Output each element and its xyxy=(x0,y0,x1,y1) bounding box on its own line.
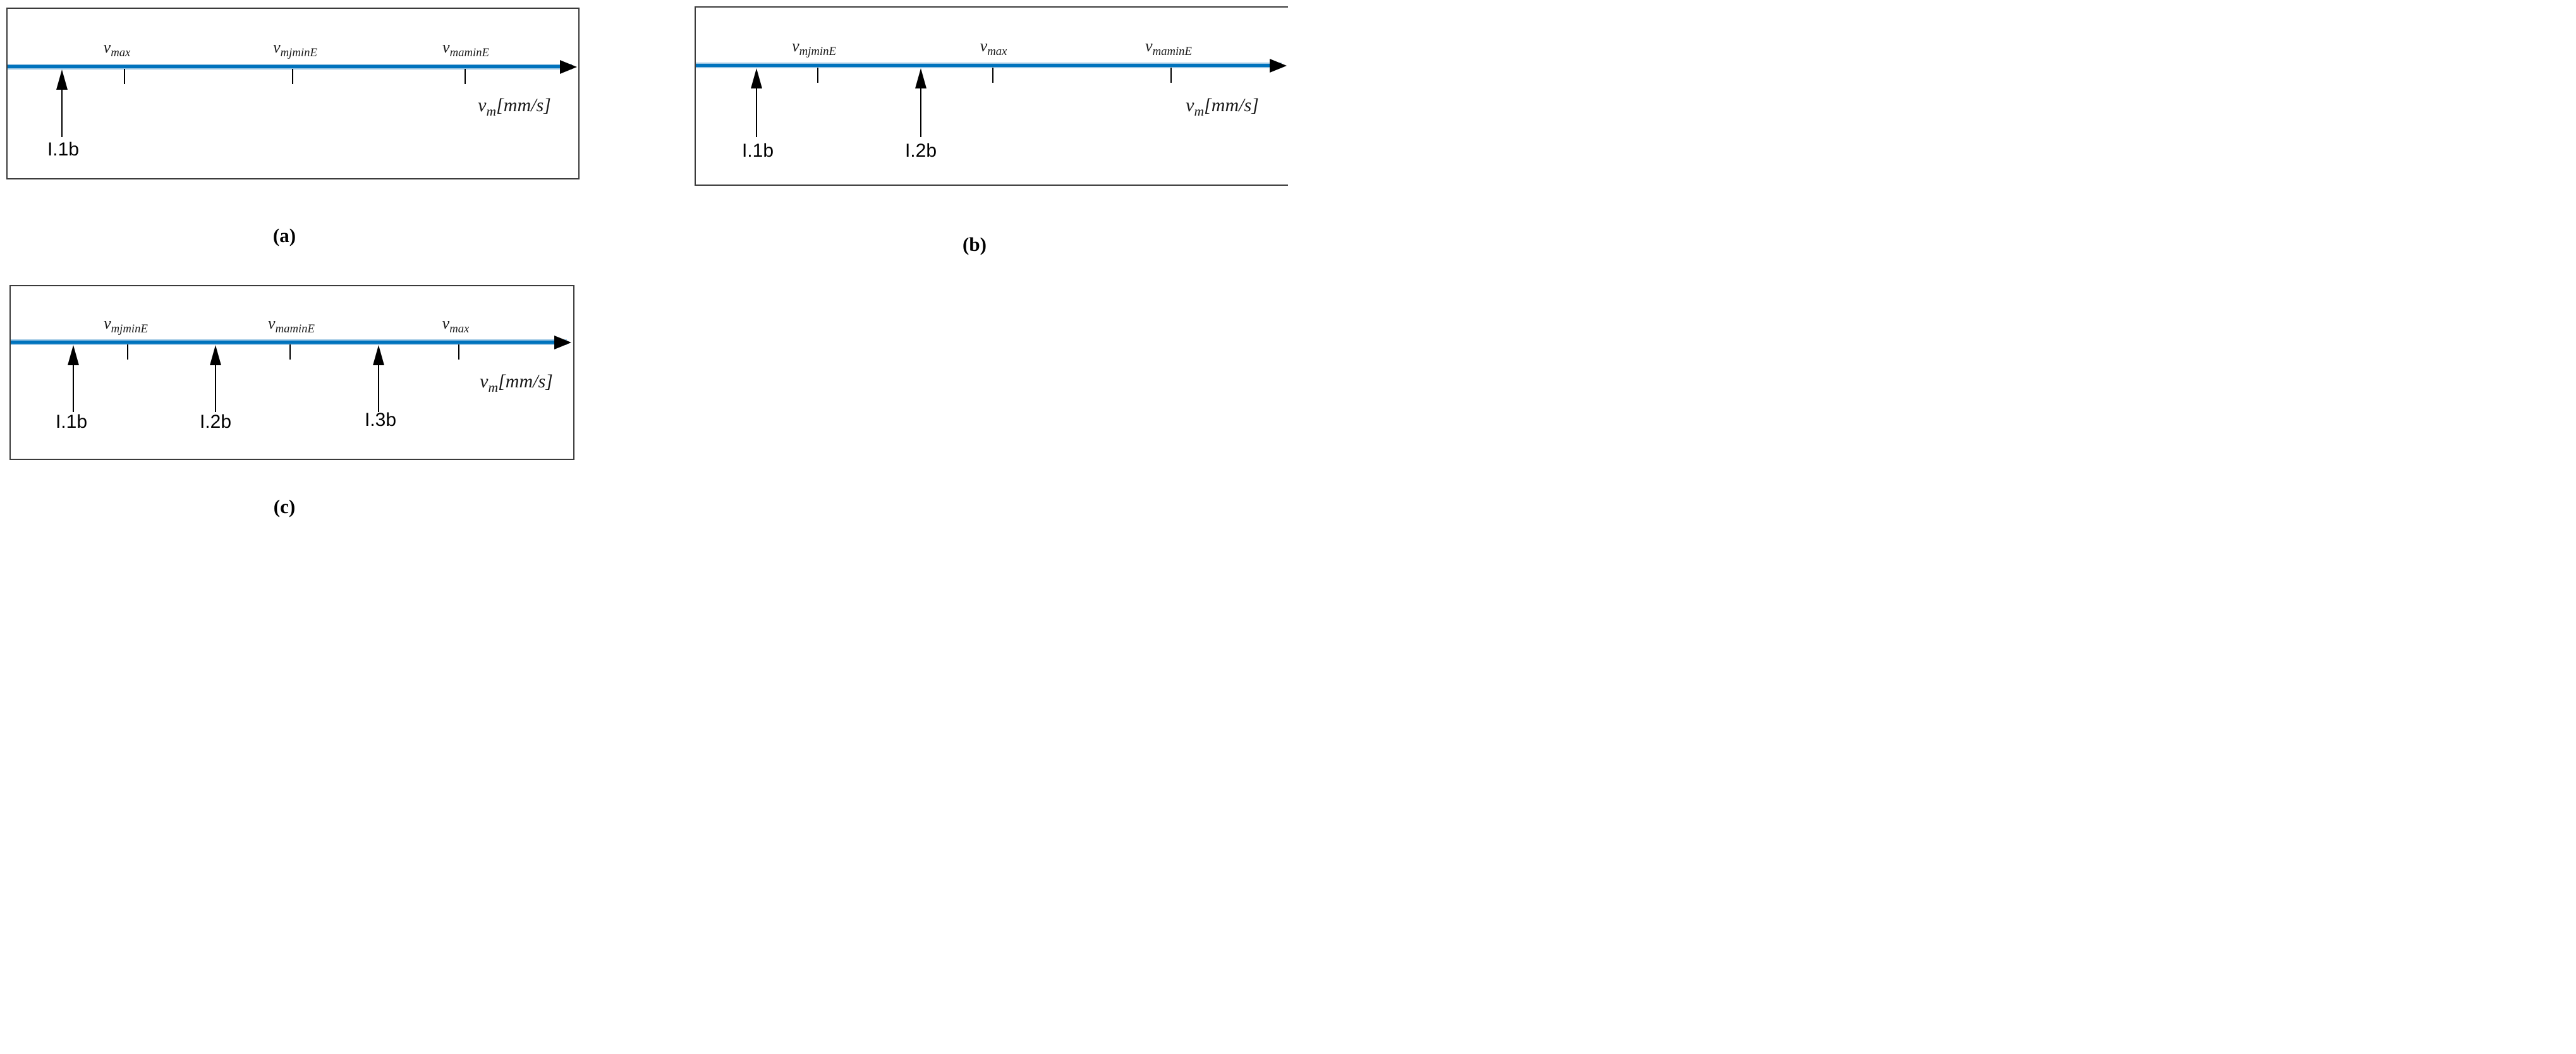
marker-label: I.2b xyxy=(199,411,232,432)
marker-label: I.1b xyxy=(55,411,88,432)
marker-arrow-shaft xyxy=(756,83,757,137)
axis-arrowhead-icon xyxy=(1270,59,1287,73)
axis-unit-label: vm[mm/s] xyxy=(480,371,553,395)
marker-arrow-shaft xyxy=(73,360,74,412)
tick-label: vmax xyxy=(103,38,131,60)
tick-mark xyxy=(124,69,125,84)
tick-mark xyxy=(465,69,466,84)
marker-arrow-icon xyxy=(751,68,762,88)
tick-label: vmjminE xyxy=(273,38,317,60)
tick-mark xyxy=(127,344,128,360)
panel-b-caption: (b) xyxy=(963,233,987,255)
marker-arrow-icon xyxy=(373,345,384,365)
figure-canvas: vmax vmjminE vmaminE I.1b vm[mm/s] (a) v… xyxy=(0,0,1288,527)
tick-label: vmaminE xyxy=(442,38,489,60)
axis-arrowhead-icon xyxy=(560,60,577,74)
panel-c-caption: (c) xyxy=(273,495,296,518)
marker-label: I.3b xyxy=(364,409,397,430)
marker-arrow-icon xyxy=(915,68,927,88)
panel-c: vmjminE vmaminE vmax I.1b I.2b I.3b vm[m… xyxy=(9,285,574,460)
tick-mark xyxy=(817,68,818,83)
axis-arrowhead-icon xyxy=(554,336,571,349)
marker-label: I.1b xyxy=(47,139,80,160)
tick-label: vmax xyxy=(442,314,470,336)
marker-arrow-icon xyxy=(56,70,68,90)
panel-a-caption: (a) xyxy=(272,224,296,246)
tick-label: vmaminE xyxy=(1145,37,1192,59)
panel-a: vmax vmjminE vmaminE I.1b vm[mm/s] xyxy=(6,8,580,179)
panel-b: vmjminE vmax vmaminE I.1b I.2b vm[mm/s] xyxy=(695,6,1288,186)
velocity-axis-line xyxy=(696,63,1282,68)
tick-label: vmjminE xyxy=(104,314,148,336)
velocity-axis-line xyxy=(8,64,572,70)
axis-unit-label: vm[mm/s] xyxy=(478,95,551,119)
tick-mark xyxy=(292,69,293,84)
marker-arrow-shaft xyxy=(920,83,921,137)
marker-arrow-icon xyxy=(68,345,79,365)
tick-label: vmax xyxy=(980,37,1007,59)
velocity-axis-line xyxy=(11,339,567,345)
tick-label: vmaminE xyxy=(268,314,315,336)
tick-label: vmjminE xyxy=(792,37,836,59)
marker-label: I.1b xyxy=(741,140,774,161)
tick-mark xyxy=(289,344,291,360)
marker-arrow-shaft xyxy=(378,360,379,412)
axis-unit-label: vm[mm/s] xyxy=(1186,95,1259,119)
tick-mark xyxy=(1170,68,1172,83)
marker-arrow-shaft xyxy=(215,360,216,412)
marker-arrow-shaft xyxy=(61,85,63,137)
marker-arrow-icon xyxy=(210,345,221,365)
tick-mark xyxy=(458,344,459,360)
marker-label: I.2b xyxy=(904,140,937,161)
tick-mark xyxy=(992,68,993,83)
